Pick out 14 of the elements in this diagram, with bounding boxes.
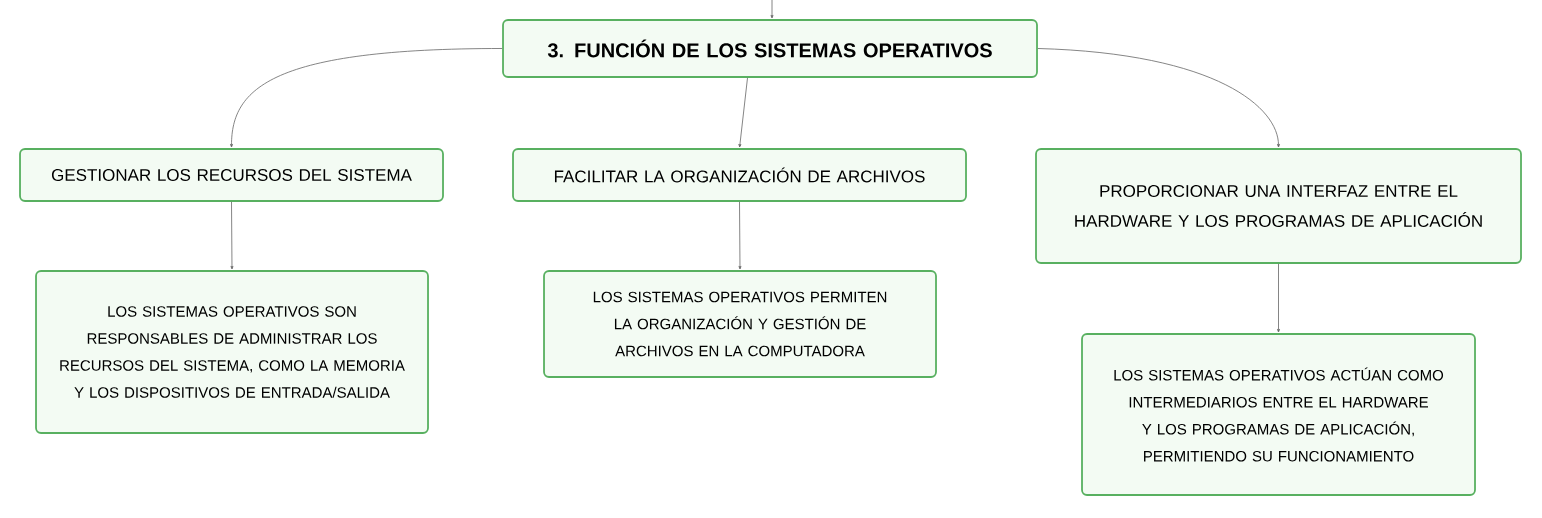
arrow: [1037, 48, 1280, 148]
arrow: [738, 201, 742, 270]
topic-box: FACILITAR LA ORGANIZACIÓN DE ARCHIVOS: [512, 148, 967, 202]
arrow: [230, 48, 503, 148]
arrow: [770, 0, 774, 19]
topic-box: PROPORCIONAR UNA INTERFAZ ENTRE EL HARDWARE Y LOS PROGRAMAS DE APLICACIÓN: [1035, 148, 1522, 264]
description-box: LOS SISTEMAS OPERATIVOS ACTÚAN COMO INTERMEDIARIOS ENTRE EL HARDWARE Y LOS PROGRAMAS DE APLICACIÓN, PERMITIENDO SU FUNCIONAMIENTO: [1081, 333, 1476, 496]
arrow: [1277, 263, 1280, 333]
description-box: LOS SISTEMAS OPERATIVOS PERMITEN LA ORGANIZACIÓN Y GESTIÓN DE ARCHIVOS EN LA COMPUTADORA: [543, 270, 937, 378]
topic-box: GESTIONAR LOS RECURSOS DEL SISTEMA: [19, 148, 444, 202]
description-box: LOS SISTEMAS OPERATIVOS SON RESPONSABLES DE ADMINISTRAR LOS RECURSOS DEL SISTEMA, COMO LA MEMORIA Y LOS DISPOSITIVOS DE ENTRADA/SALIDA: [35, 270, 429, 434]
arrow: [230, 201, 234, 270]
title-box: 3. FUNCIÓN DE LOS SISTEMAS OPERATIVOS: [502, 19, 1038, 78]
arrow: [738, 77, 748, 148]
